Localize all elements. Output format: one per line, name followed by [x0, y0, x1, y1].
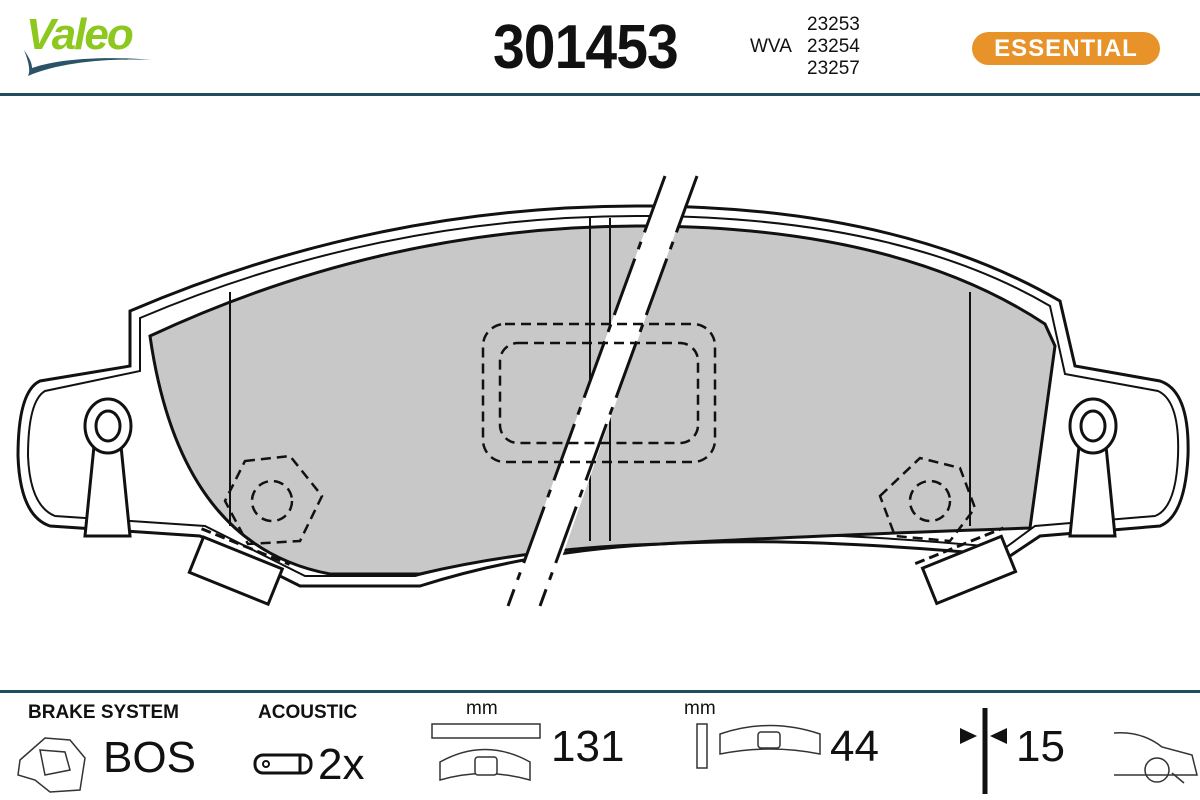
footer-divider: [0, 690, 1200, 693]
brand-logo: Valeo: [26, 10, 134, 59]
wear-indicator-icon: [253, 753, 313, 775]
thickness-value: 15: [1016, 722, 1065, 771]
acoustic-label: ACOUSTIC: [258, 702, 358, 723]
wva-number: 23254: [807, 36, 860, 57]
acoustic-value: 2x: [318, 740, 365, 789]
brake-system-label: BRAKE SYSTEM: [28, 702, 179, 723]
caliper-icon: [17, 737, 86, 793]
width-unit: mm: [466, 698, 498, 719]
front-axle-car-icon: [1113, 732, 1198, 784]
wva-numbers: 23253 23254 23257: [807, 14, 860, 80]
height-unit: mm: [684, 698, 716, 719]
width-value: 131: [551, 722, 625, 771]
pad-height-icon: [696, 723, 821, 769]
wva-number: 23253: [807, 14, 860, 35]
pad-width-icon: [431, 723, 541, 781]
part-number: 301453: [493, 13, 679, 82]
essential-badge: ESSENTIAL: [972, 32, 1160, 65]
height-value: 44: [830, 722, 879, 771]
wva-number: 23257: [807, 58, 860, 79]
wva-label: WVA: [750, 36, 792, 57]
brake-pad-drawing: [16, 175, 1190, 607]
header-divider: [0, 93, 1200, 96]
thickness-icon: [960, 708, 1007, 794]
brake-system-value: BOS: [103, 733, 196, 782]
